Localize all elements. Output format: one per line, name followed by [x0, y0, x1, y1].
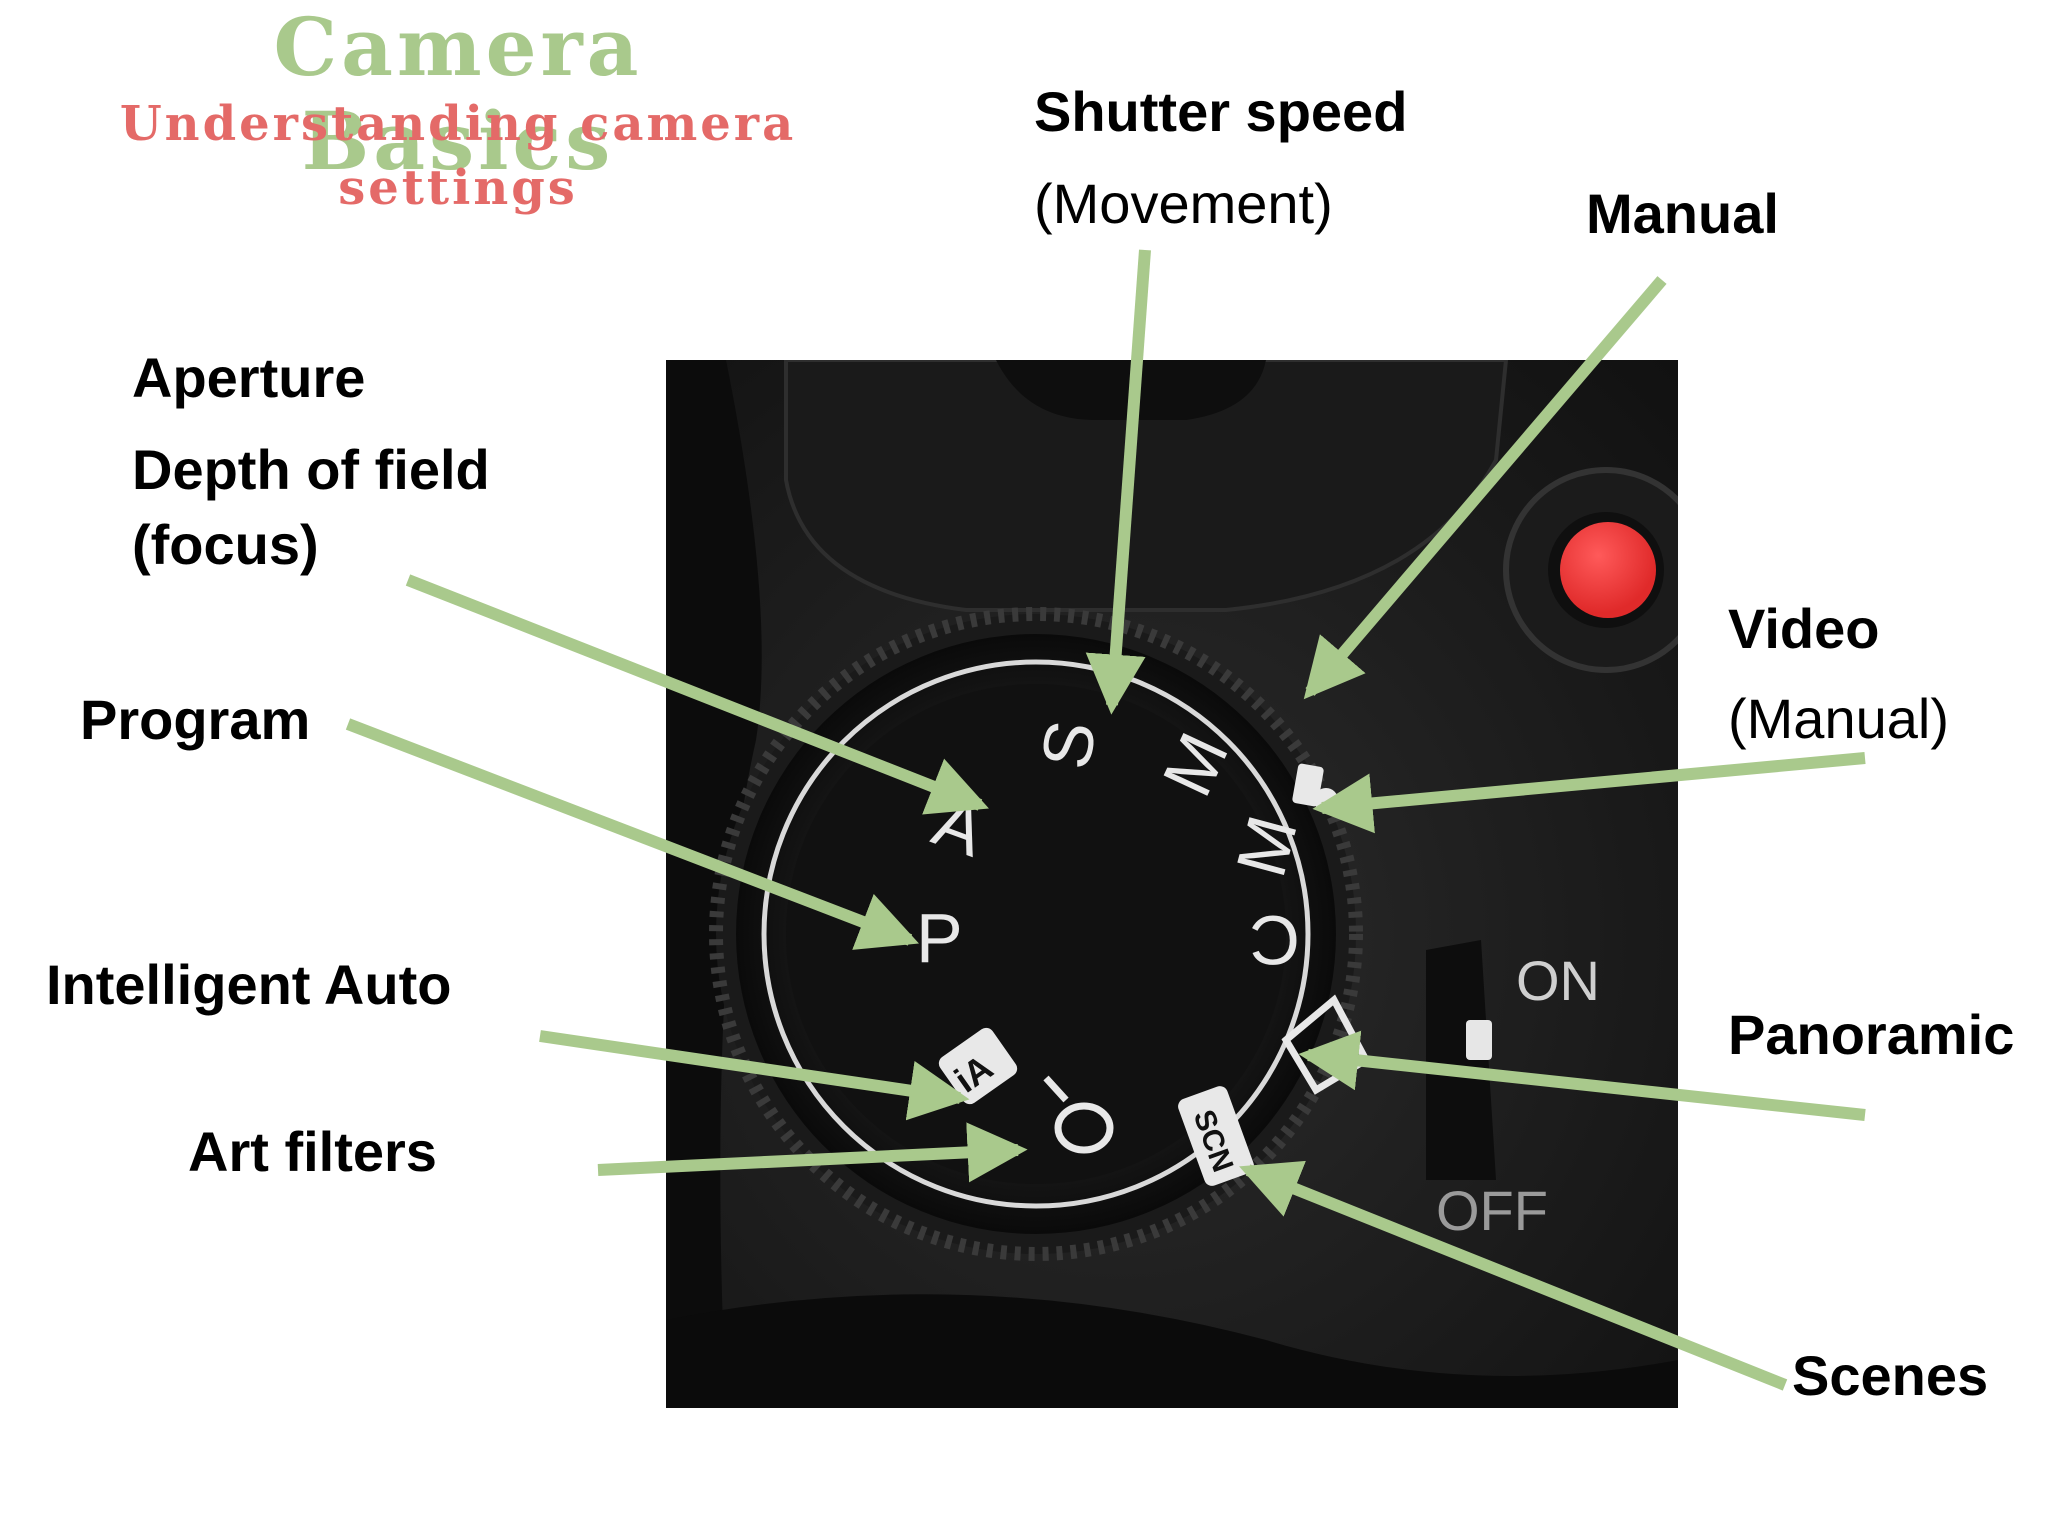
switch-on-label: ON — [1516, 949, 1600, 1012]
scn-icon: SCN — [1178, 1086, 1254, 1186]
label-video: Video — [1728, 597, 1880, 660]
label-focus: (focus) — [132, 513, 319, 576]
page-title: Camera Basics — [273, 0, 643, 188]
switch-off-label: OFF — [1436, 1179, 1548, 1242]
dial-mode-c: C — [1249, 901, 1300, 979]
arrow-shutter-speed — [1085, 249, 1151, 715]
label-shutter-speed: Shutter speed — [1034, 80, 1408, 143]
palette-icon — [1043, 1075, 1114, 1154]
label-program: Program — [80, 688, 311, 751]
arrow-manual — [1303, 276, 1667, 700]
arrow-art-filters — [597, 1122, 1028, 1183]
label-manual: Manual — [1586, 182, 1779, 245]
dial-mode-p: P — [916, 899, 963, 977]
label-aperture: Aperture — [132, 346, 366, 409]
label-scenes: Scenes — [1792, 1344, 1989, 1407]
arrow-program — [345, 718, 919, 950]
page-subtitle: Understanding camera settings — [119, 96, 797, 216]
arrow-video — [1312, 752, 1866, 834]
label-video-sub: (Manual) — [1728, 687, 1949, 750]
camera-mode-dial-photo: ON OFF S M A P M C iA SCN — [666, 360, 1678, 1408]
arrow-scenes — [1239, 1160, 1788, 1391]
label-depth-of-field: Depth of field — [132, 438, 490, 501]
label-art-filters: Art filters — [188, 1120, 437, 1183]
mode-dial: S M A P M C iA SCN — [709, 607, 1371, 1261]
record-button — [1560, 522, 1656, 618]
label-intelligent-auto: Intelligent Auto — [46, 953, 452, 1016]
arrow-aperture — [405, 574, 989, 815]
arrow-panoramic — [1298, 1030, 1866, 1121]
label-panoramic: Panoramic — [1728, 1003, 2015, 1066]
label-shutter-speed-sub: (Movement) — [1034, 172, 1333, 235]
arrow-intelligent-auto — [539, 1030, 970, 1121]
